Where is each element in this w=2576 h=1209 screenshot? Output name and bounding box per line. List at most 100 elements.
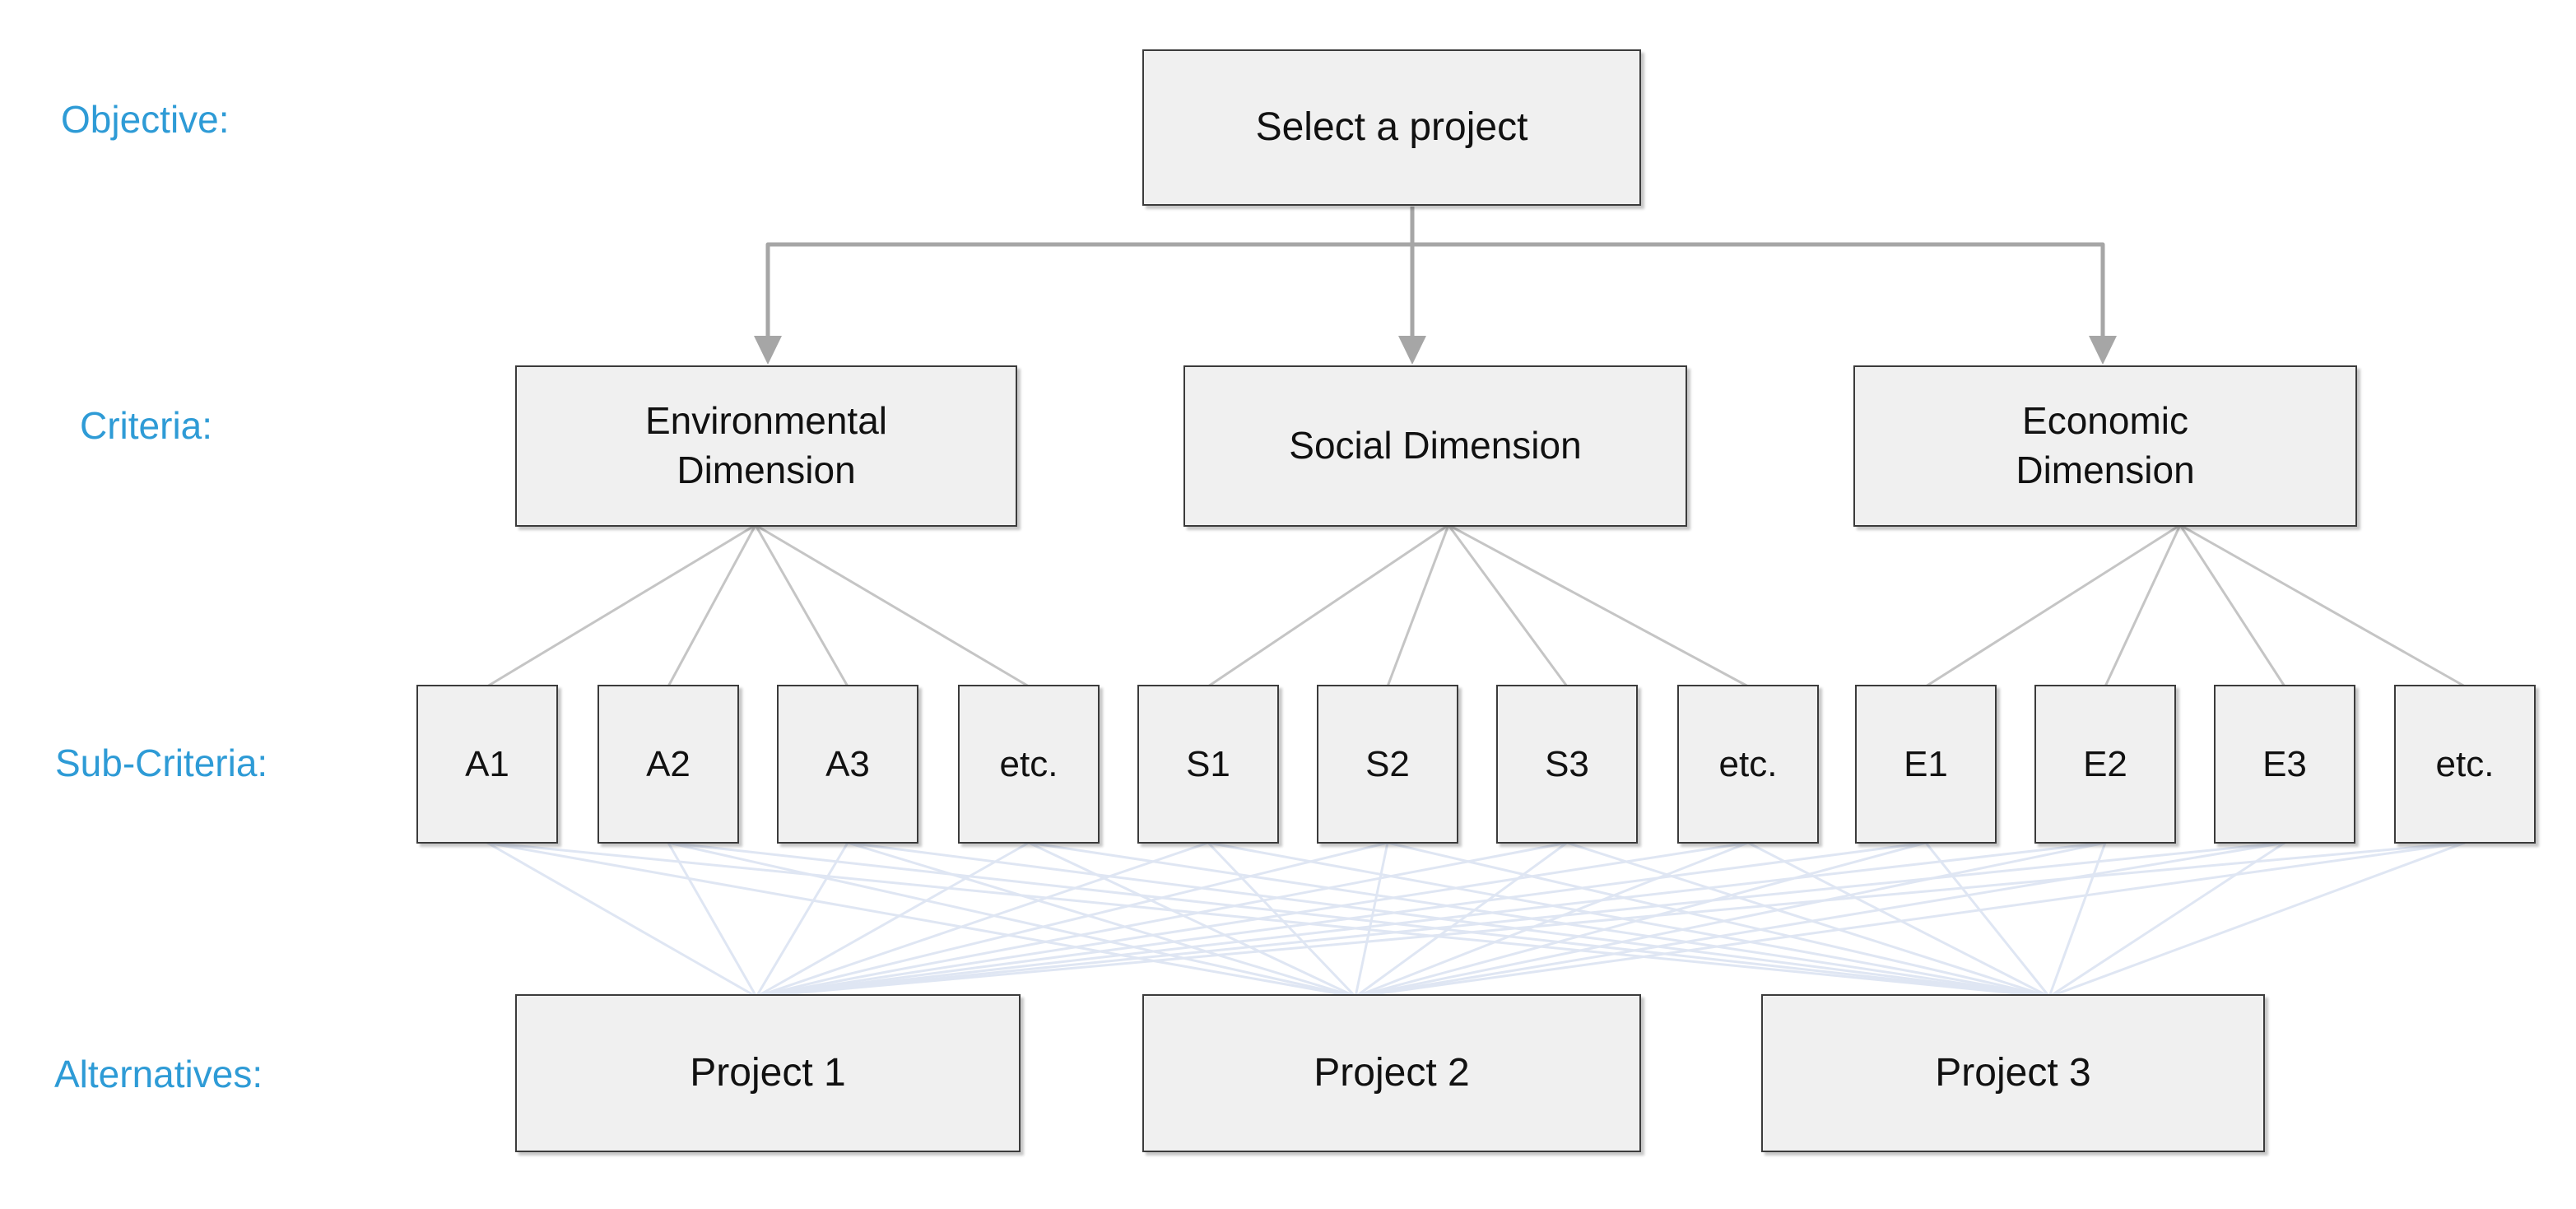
web-line (2048, 842, 2107, 997)
web-line (1747, 841, 2050, 998)
sub-criteria-node-a1: A1 (416, 685, 558, 844)
sub-criteria-label: etc. (1718, 743, 1778, 784)
sub-criteria-label: E2 (2083, 743, 2127, 784)
alternative-label: Project 3 (1935, 1050, 2091, 1095)
sub-criteria-label: etc. (999, 743, 1058, 784)
sub-criteria-label: A3 (825, 743, 870, 784)
objective-label: Select a project (1255, 105, 1528, 149)
fan-line (667, 524, 757, 687)
criteria-label-line: Social Dimension (1289, 424, 1582, 467)
objective-node: Select a project (1142, 49, 1641, 206)
web-line (667, 841, 1356, 998)
arrowhead-right (2089, 336, 2117, 365)
web-line (756, 841, 2466, 998)
web-line (1355, 841, 2285, 998)
sub-criteria-node-e-etc: etc. (2394, 685, 2536, 844)
criteria-label-line: Economic (2022, 399, 2188, 443)
web-line (1355, 841, 2106, 998)
web-line (755, 842, 849, 997)
web-line (756, 841, 1030, 998)
sub-criteria-node-e1: E1 (1855, 685, 1997, 844)
arrowhead-left (754, 336, 782, 365)
row-label-sub-criteria: Sub-Criteria: (55, 742, 268, 784)
alternative-node-project-1: Project 1 (515, 994, 1021, 1152)
web-line (847, 841, 2050, 998)
sub-criteria-node-s2: S2 (1317, 685, 1458, 844)
criteria-node-social: Social Dimension (1183, 365, 1687, 527)
fan-line (2178, 524, 2286, 687)
web-line (756, 841, 1568, 998)
web-line (1387, 841, 2050, 998)
web-line (1028, 841, 2050, 998)
web-line (1924, 842, 2051, 997)
web-line (1207, 841, 1357, 998)
web-line (667, 841, 2050, 998)
web-line (1354, 842, 1389, 997)
sub-criteria-node-a3: A3 (777, 685, 918, 844)
fan-line (1386, 524, 1450, 687)
sub-criteria-label: etc. (2435, 743, 2495, 784)
sub-criteria-node-s3: S3 (1496, 685, 1638, 844)
sub-criteria-label: S2 (1365, 743, 1410, 784)
sub-criteria-node-s1: S1 (1137, 685, 1279, 844)
web-line (756, 841, 1209, 998)
objective-criteria-connectors (754, 207, 2117, 365)
sub-criteria-label: S3 (1545, 743, 1589, 784)
web-line (756, 841, 1927, 998)
fan-line (1925, 523, 2181, 688)
web-line (756, 841, 1749, 998)
sub-criteria-label: E3 (2262, 743, 2307, 784)
row-label-objective: Objective: (61, 98, 230, 141)
web-line (1566, 841, 2050, 998)
web-line (1355, 841, 2466, 998)
sub-criteria-label: S1 (1186, 743, 1230, 784)
criteria-label-line: Dimension (2016, 449, 2195, 491)
alternative-node-project-2: Project 2 (1142, 994, 1641, 1152)
web-line (847, 841, 1356, 998)
fan-line (1447, 524, 1569, 687)
alternative-label: Project 1 (690, 1050, 846, 1095)
web-line (1355, 841, 1568, 998)
fan-line (1448, 523, 1749, 688)
web-line (756, 841, 2106, 998)
web-line (667, 842, 758, 997)
web-line (756, 841, 2285, 998)
fan-line (1207, 523, 1449, 688)
sub-criteria-node-a-etc: etc. (958, 685, 1100, 844)
sub-criteria-node-a2: A2 (598, 685, 739, 844)
criteria-node-economic: Economic Dimension (1853, 365, 2357, 527)
row-label-criteria: Criteria: (80, 404, 213, 447)
web-line (1028, 841, 1356, 998)
sub-criteria-node-e3: E3 (2214, 685, 2355, 844)
web-line (2048, 841, 2285, 998)
sub-criteria-label: A1 (465, 743, 509, 784)
web-line (486, 841, 757, 998)
criteria-label-line: Dimension (677, 449, 856, 491)
alternative-label: Project 2 (1314, 1050, 1470, 1095)
connector-elbow (765, 242, 2105, 337)
criteria-subcriteria-links (486, 523, 2466, 688)
web-line (486, 841, 2050, 998)
fan-line (486, 523, 756, 688)
web-line (756, 841, 1388, 998)
subcriteria-alternative-links (486, 841, 2466, 998)
web-line (1355, 841, 1927, 998)
fan-line (755, 523, 1030, 688)
alternative-node-project-3: Project 3 (1761, 994, 2265, 1152)
arrowhead-middle (1398, 336, 1426, 365)
criteria-node-environmental: Environmental Dimension (515, 365, 1017, 527)
criteria-label-line: Environmental (644, 399, 888, 443)
row-label-alternatives: Alternatives: (54, 1053, 263, 1095)
sub-criteria-label: E1 (1904, 743, 1948, 784)
sub-criteria-node-e2: E2 (2034, 685, 2176, 844)
fan-line (2179, 523, 2466, 688)
fan-line (754, 524, 849, 687)
web-line (1207, 841, 2050, 998)
web-line (1355, 841, 1749, 998)
sub-criteria-label: A2 (646, 743, 690, 784)
web-line (486, 841, 1356, 998)
web-line (2048, 841, 2466, 998)
fan-line (2104, 524, 2182, 687)
